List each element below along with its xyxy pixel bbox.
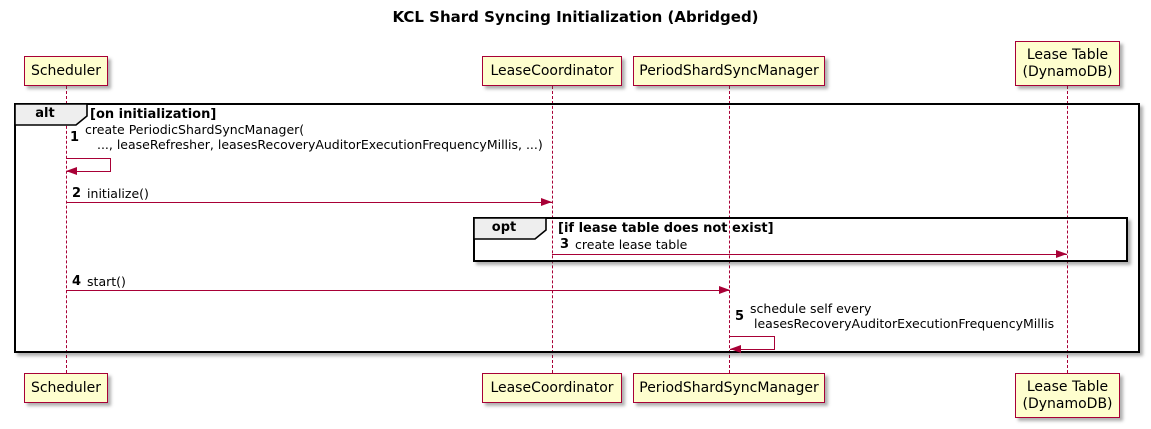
message-number: 3	[560, 237, 570, 252]
message-text: create lease table	[575, 237, 688, 252]
participant-label: Lease Table (DynamoDB)	[1022, 46, 1113, 80]
message-text: start()	[87, 274, 126, 289]
lifeline-leasecoordinator	[552, 86, 553, 373]
lifeline-leasetable	[1067, 86, 1068, 373]
message-number: 4	[72, 274, 82, 289]
message-3-arrow	[552, 254, 1067, 255]
participant-label: PeriodShardSyncManager	[639, 62, 819, 79]
opt-frame: opt [if lease table does not exist]	[473, 217, 1128, 262]
participant-leasetable-bottom: Lease Table (DynamoDB)	[1015, 373, 1120, 418]
alt-operator-label: alt	[35, 106, 55, 121]
participant-label: Scheduler	[30, 379, 102, 396]
arrowhead-right-icon	[719, 286, 730, 294]
participant-leasecoordinator-top: LeaseCoordinator	[482, 56, 622, 86]
message-5-self-arrow	[730, 336, 775, 350]
message-4-arrow	[66, 290, 730, 291]
arrowhead-left-icon	[730, 345, 741, 353]
message-3: 3 create lease table	[560, 237, 687, 252]
message-text: schedule self every leasesRecoveryAudito…	[750, 301, 1055, 331]
alt-guard-label: [on initialization]	[90, 107, 217, 122]
lifeline-scheduler	[66, 86, 67, 373]
opt-operator-pentagon	[474, 218, 547, 240]
message-text: initialize()	[87, 186, 149, 201]
participant-label: Scheduler	[30, 62, 102, 79]
participant-label: PeriodShardSyncManager	[639, 379, 819, 396]
message-5: 5 schedule self every leasesRecoveryAudi…	[735, 301, 1054, 331]
arrowhead-right-icon	[541, 198, 552, 206]
participant-label: LeaseCoordinator	[490, 379, 614, 396]
message-2: 2 initialize()	[72, 186, 149, 201]
participant-scheduler-bottom: Scheduler	[24, 373, 108, 403]
participant-periodshardsyncmanager-top: PeriodShardSyncManager	[633, 56, 825, 86]
participant-periodshardsyncmanager-bottom: PeriodShardSyncManager	[633, 373, 825, 403]
message-number: 1	[70, 129, 80, 145]
message-number: 5	[735, 308, 745, 324]
opt-guard-label: [if lease table does not exist]	[558, 221, 774, 236]
message-number: 2	[72, 186, 82, 201]
participant-scheduler-top: Scheduler	[24, 56, 108, 86]
participant-label: Lease Table (DynamoDB)	[1022, 378, 1113, 412]
message-text: create PeriodicShardSyncManager( ..., le…	[85, 122, 543, 152]
alt-frame: alt [on initialization]	[14, 103, 1140, 353]
message-1: 1 create PeriodicShardSyncManager( ..., …	[70, 122, 543, 152]
diagram-title: KCL Shard Syncing Initialization (Abridg…	[392, 8, 759, 26]
message-2-arrow	[66, 202, 552, 203]
message-4: 4 start()	[72, 274, 126, 289]
opt-operator-label: opt	[491, 220, 517, 235]
lifeline-periodshardsyncmanager	[729, 86, 730, 373]
alt-operator-pentagon	[15, 104, 88, 126]
arrowhead-right-icon	[1056, 250, 1067, 258]
participant-leasetable-top: Lease Table (DynamoDB)	[1015, 41, 1120, 86]
participant-leasecoordinator-bottom: LeaseCoordinator	[482, 373, 622, 403]
message-1-self-arrow	[66, 158, 111, 172]
arrowhead-left-icon	[66, 167, 77, 175]
participant-label: LeaseCoordinator	[490, 62, 614, 79]
